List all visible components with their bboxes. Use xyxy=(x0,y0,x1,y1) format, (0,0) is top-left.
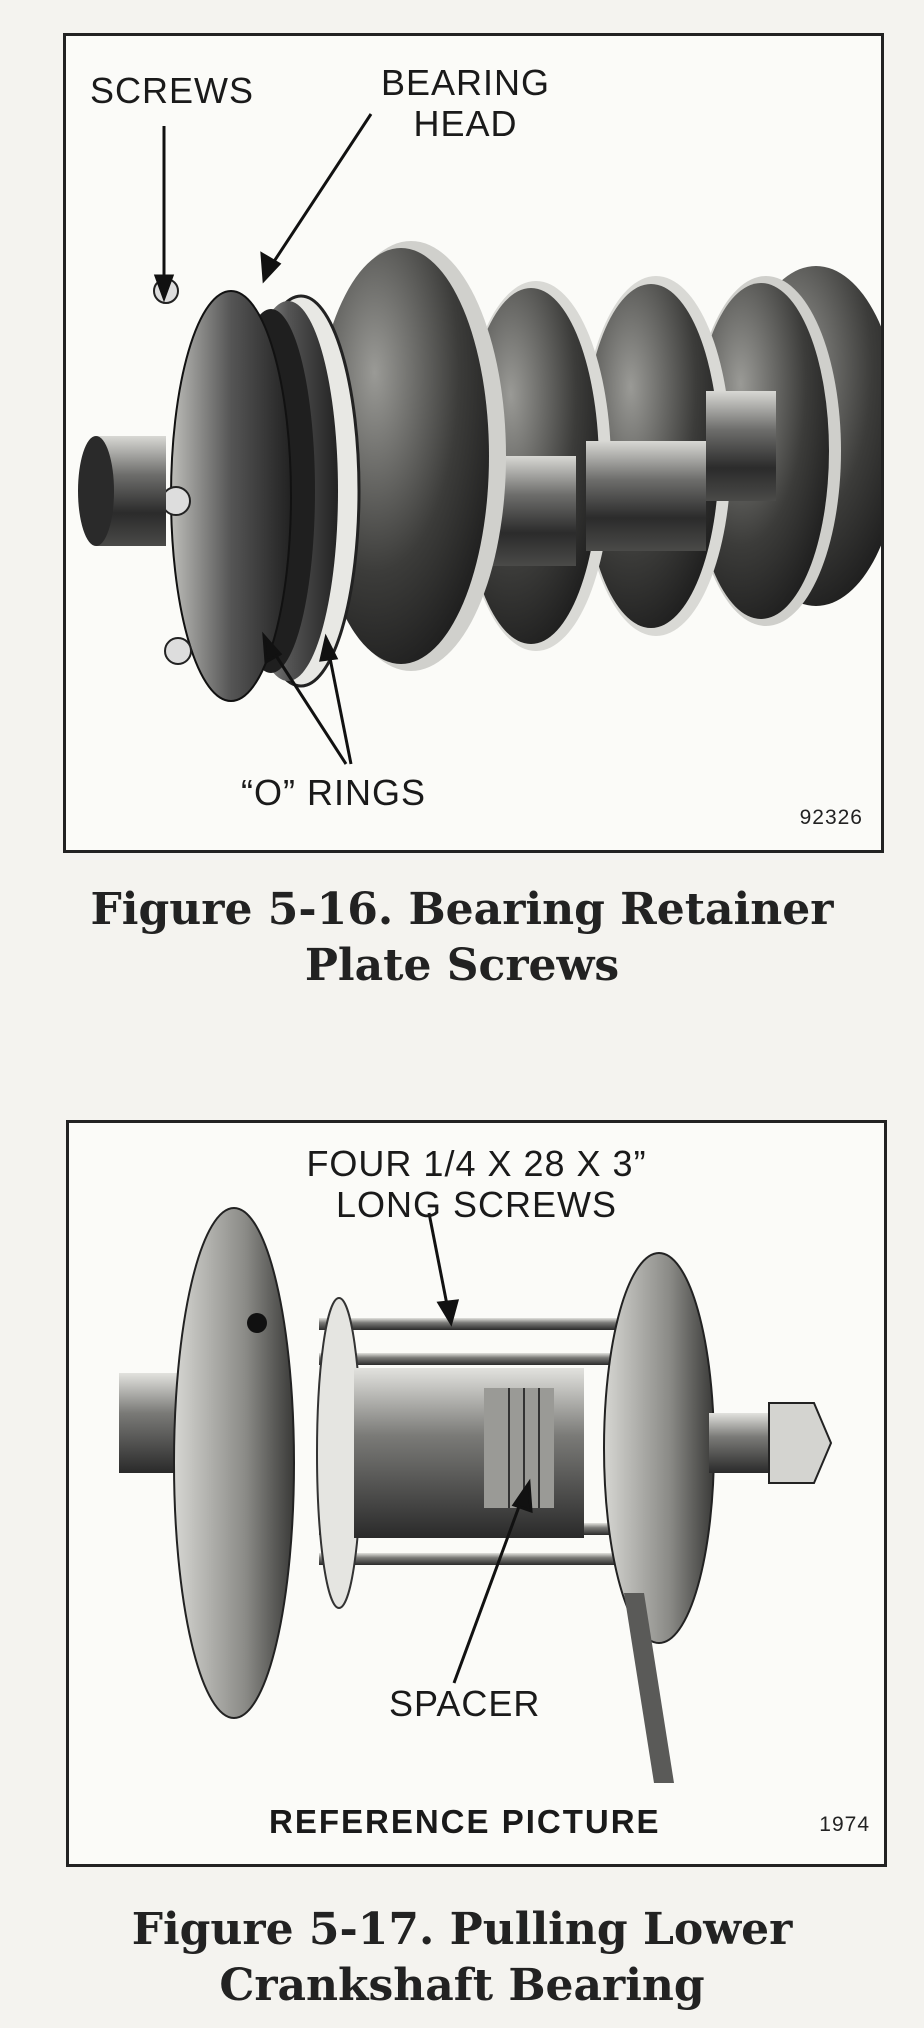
callout-long-screws-line1: FOUR 1/4 X 28 X 3” xyxy=(306,1143,647,1184)
caption-line: Crankshaft Bearing xyxy=(219,1960,705,2011)
crankshaft-bearing-photo xyxy=(78,113,881,765)
callout-o-rings: “O” RINGS xyxy=(241,772,426,813)
caption-line: Figure 5-17. Pulling Lower xyxy=(131,1904,793,1955)
caption-line: Figure 5-16. Bearing Retainer xyxy=(90,884,834,935)
callout-spacer: SPACER xyxy=(389,1683,541,1724)
callout-bearing-head-line1: BEARING xyxy=(381,62,551,103)
callout-long-screws-line2: LONG SCREWS xyxy=(335,1184,618,1226)
bearing-puller-photo xyxy=(119,1207,833,1783)
callout-long-screws: FOUR 1/4 X 28 X 3” LONG SCREWS xyxy=(69,1143,884,1226)
caption-line: Plate Screws xyxy=(304,940,620,991)
figure-5-16-frame: SCREWS BEARING HEAD “O” RINGS 92326 xyxy=(63,33,884,853)
figure-5-17-caption: Figure 5-17. Pulling Lower Crankshaft Be… xyxy=(0,1902,924,2014)
figure-5-17-frame: FOUR 1/4 X 28 X 3” LONG SCREWS SPACER RE… xyxy=(66,1120,887,1867)
reference-picture-label: REFERENCE PICTURE xyxy=(269,1803,661,1840)
photo-number: 92326 xyxy=(799,806,863,829)
callout-screws: SCREWS xyxy=(90,70,255,111)
callout-bearing-head: BEARING HEAD xyxy=(381,62,550,145)
callout-bearing-head-line2: HEAD xyxy=(413,103,518,145)
figure-5-16-caption: Figure 5-16. Bearing Retainer Plate Scre… xyxy=(0,882,924,994)
photo-number: 1974 xyxy=(819,1813,870,1836)
